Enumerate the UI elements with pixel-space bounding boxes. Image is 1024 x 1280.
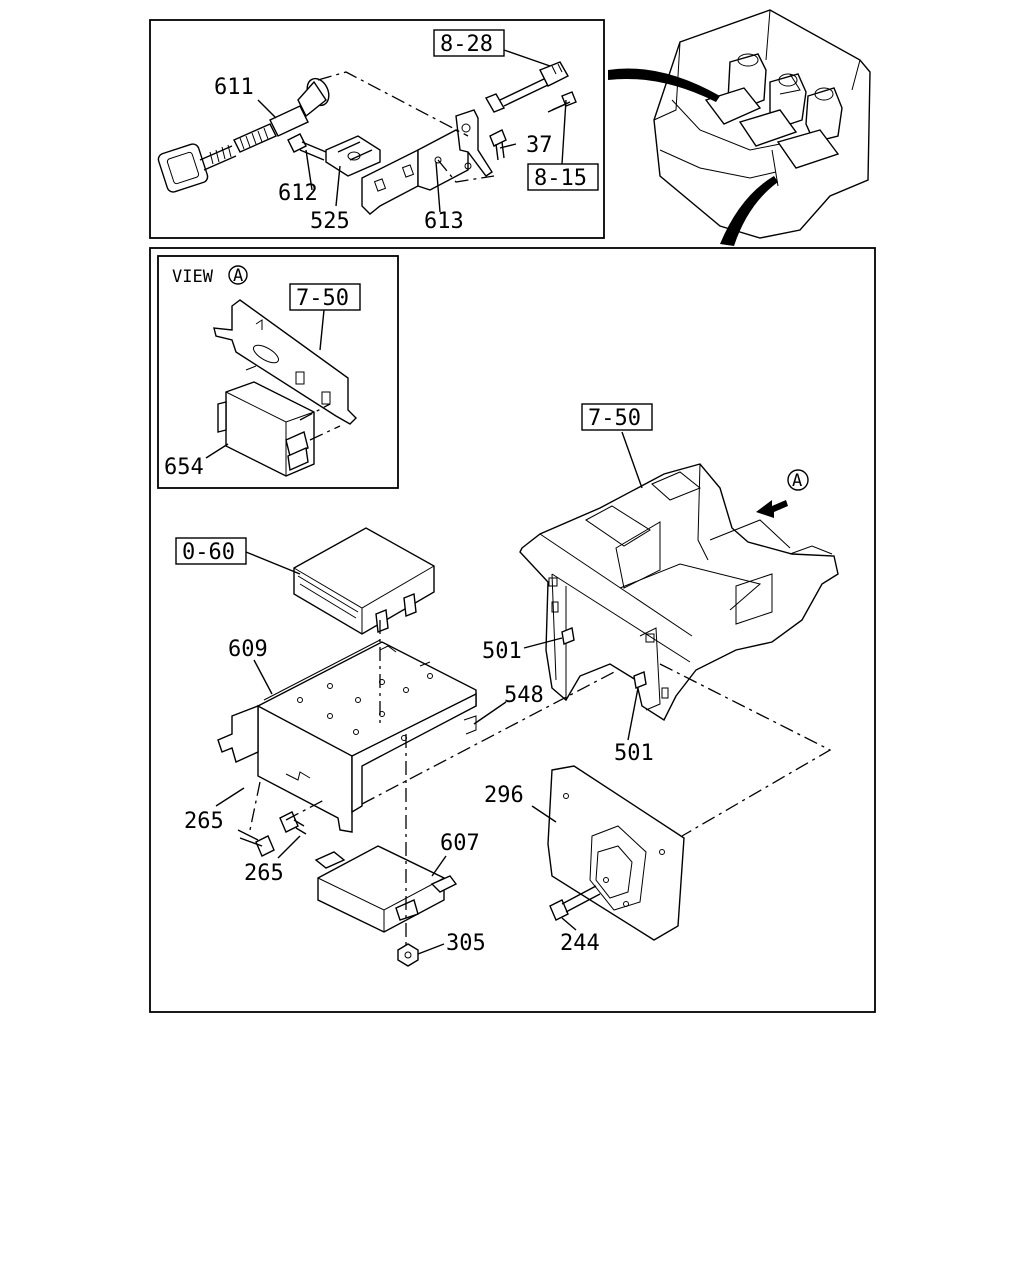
callout-525: 525 xyxy=(310,209,350,234)
callout-613: 613 xyxy=(424,209,464,234)
view-arrow-marker: A xyxy=(792,471,802,491)
part-607-module xyxy=(314,845,458,933)
ref-box-0-60 xyxy=(175,537,247,565)
part-296-cover-panel xyxy=(547,765,685,941)
part-265-screw-upper xyxy=(237,829,275,857)
callout-501-upper: 501 xyxy=(482,639,522,664)
part-609-bracket xyxy=(217,639,477,833)
part-613-bracket xyxy=(361,129,469,215)
part-611-grip-switch xyxy=(157,77,330,193)
view-marker: A xyxy=(233,266,243,286)
pointer-arrow-top xyxy=(608,68,720,102)
view-arrow-a xyxy=(756,469,809,518)
ref-7-50-view: 7-50 xyxy=(296,286,349,311)
part-305-nut xyxy=(397,943,419,967)
cab-overview-sketch xyxy=(653,9,871,239)
ref-8-15: 8-15 xyxy=(534,166,587,191)
part-501-bolt-lower xyxy=(633,671,647,689)
callout-244: 244 xyxy=(560,931,600,956)
floor-structure-7-50 xyxy=(519,463,839,722)
part-501-bolt-upper xyxy=(561,627,575,645)
main-frame xyxy=(149,247,876,1013)
part-525-clamp xyxy=(325,135,381,177)
callout-305: 305 xyxy=(446,931,486,956)
callout-611: 611 xyxy=(214,75,254,100)
part-plate-8-28 xyxy=(455,109,493,177)
callout-607: 607 xyxy=(440,831,480,856)
view-a-bracket xyxy=(213,299,357,425)
part-8-15-bolt xyxy=(547,91,577,113)
ref-8-28: 8-28 xyxy=(440,32,493,57)
ref-box-8-28 xyxy=(433,29,505,57)
ref-box-8-15 xyxy=(527,163,599,191)
callout-612: 612 xyxy=(278,181,318,206)
view-a-inset xyxy=(157,255,399,489)
callout-265-upper: 265 xyxy=(184,809,224,834)
pointer-arrow-bottom xyxy=(720,176,778,246)
callout-548: 548 xyxy=(504,683,544,708)
callout-37: 37 xyxy=(526,133,553,158)
view-marker-circle xyxy=(228,265,248,285)
part-265-screw-lower xyxy=(279,811,307,835)
callout-501-lower: 501 xyxy=(614,741,654,766)
ref-0-60: 0-60 xyxy=(182,540,235,565)
harness-connector-8-28 xyxy=(484,61,569,113)
callout-654: 654 xyxy=(164,455,204,480)
part-37-bolt xyxy=(489,129,507,161)
ref-box-7-50-main xyxy=(581,403,653,431)
callout-265-lower: 265 xyxy=(244,861,284,886)
callout-609: 609 xyxy=(228,637,268,662)
callout-296: 296 xyxy=(484,783,524,808)
ref-7-50-main: 7-50 xyxy=(588,406,641,431)
part-654-relay xyxy=(217,381,315,477)
ref-box-7-50-view xyxy=(289,283,361,311)
view-label: VIEW xyxy=(172,267,214,287)
top-frame xyxy=(149,19,605,239)
part-244-bolt xyxy=(549,885,601,921)
part-612-bolt xyxy=(287,133,327,161)
controller-0-60 xyxy=(293,527,435,635)
